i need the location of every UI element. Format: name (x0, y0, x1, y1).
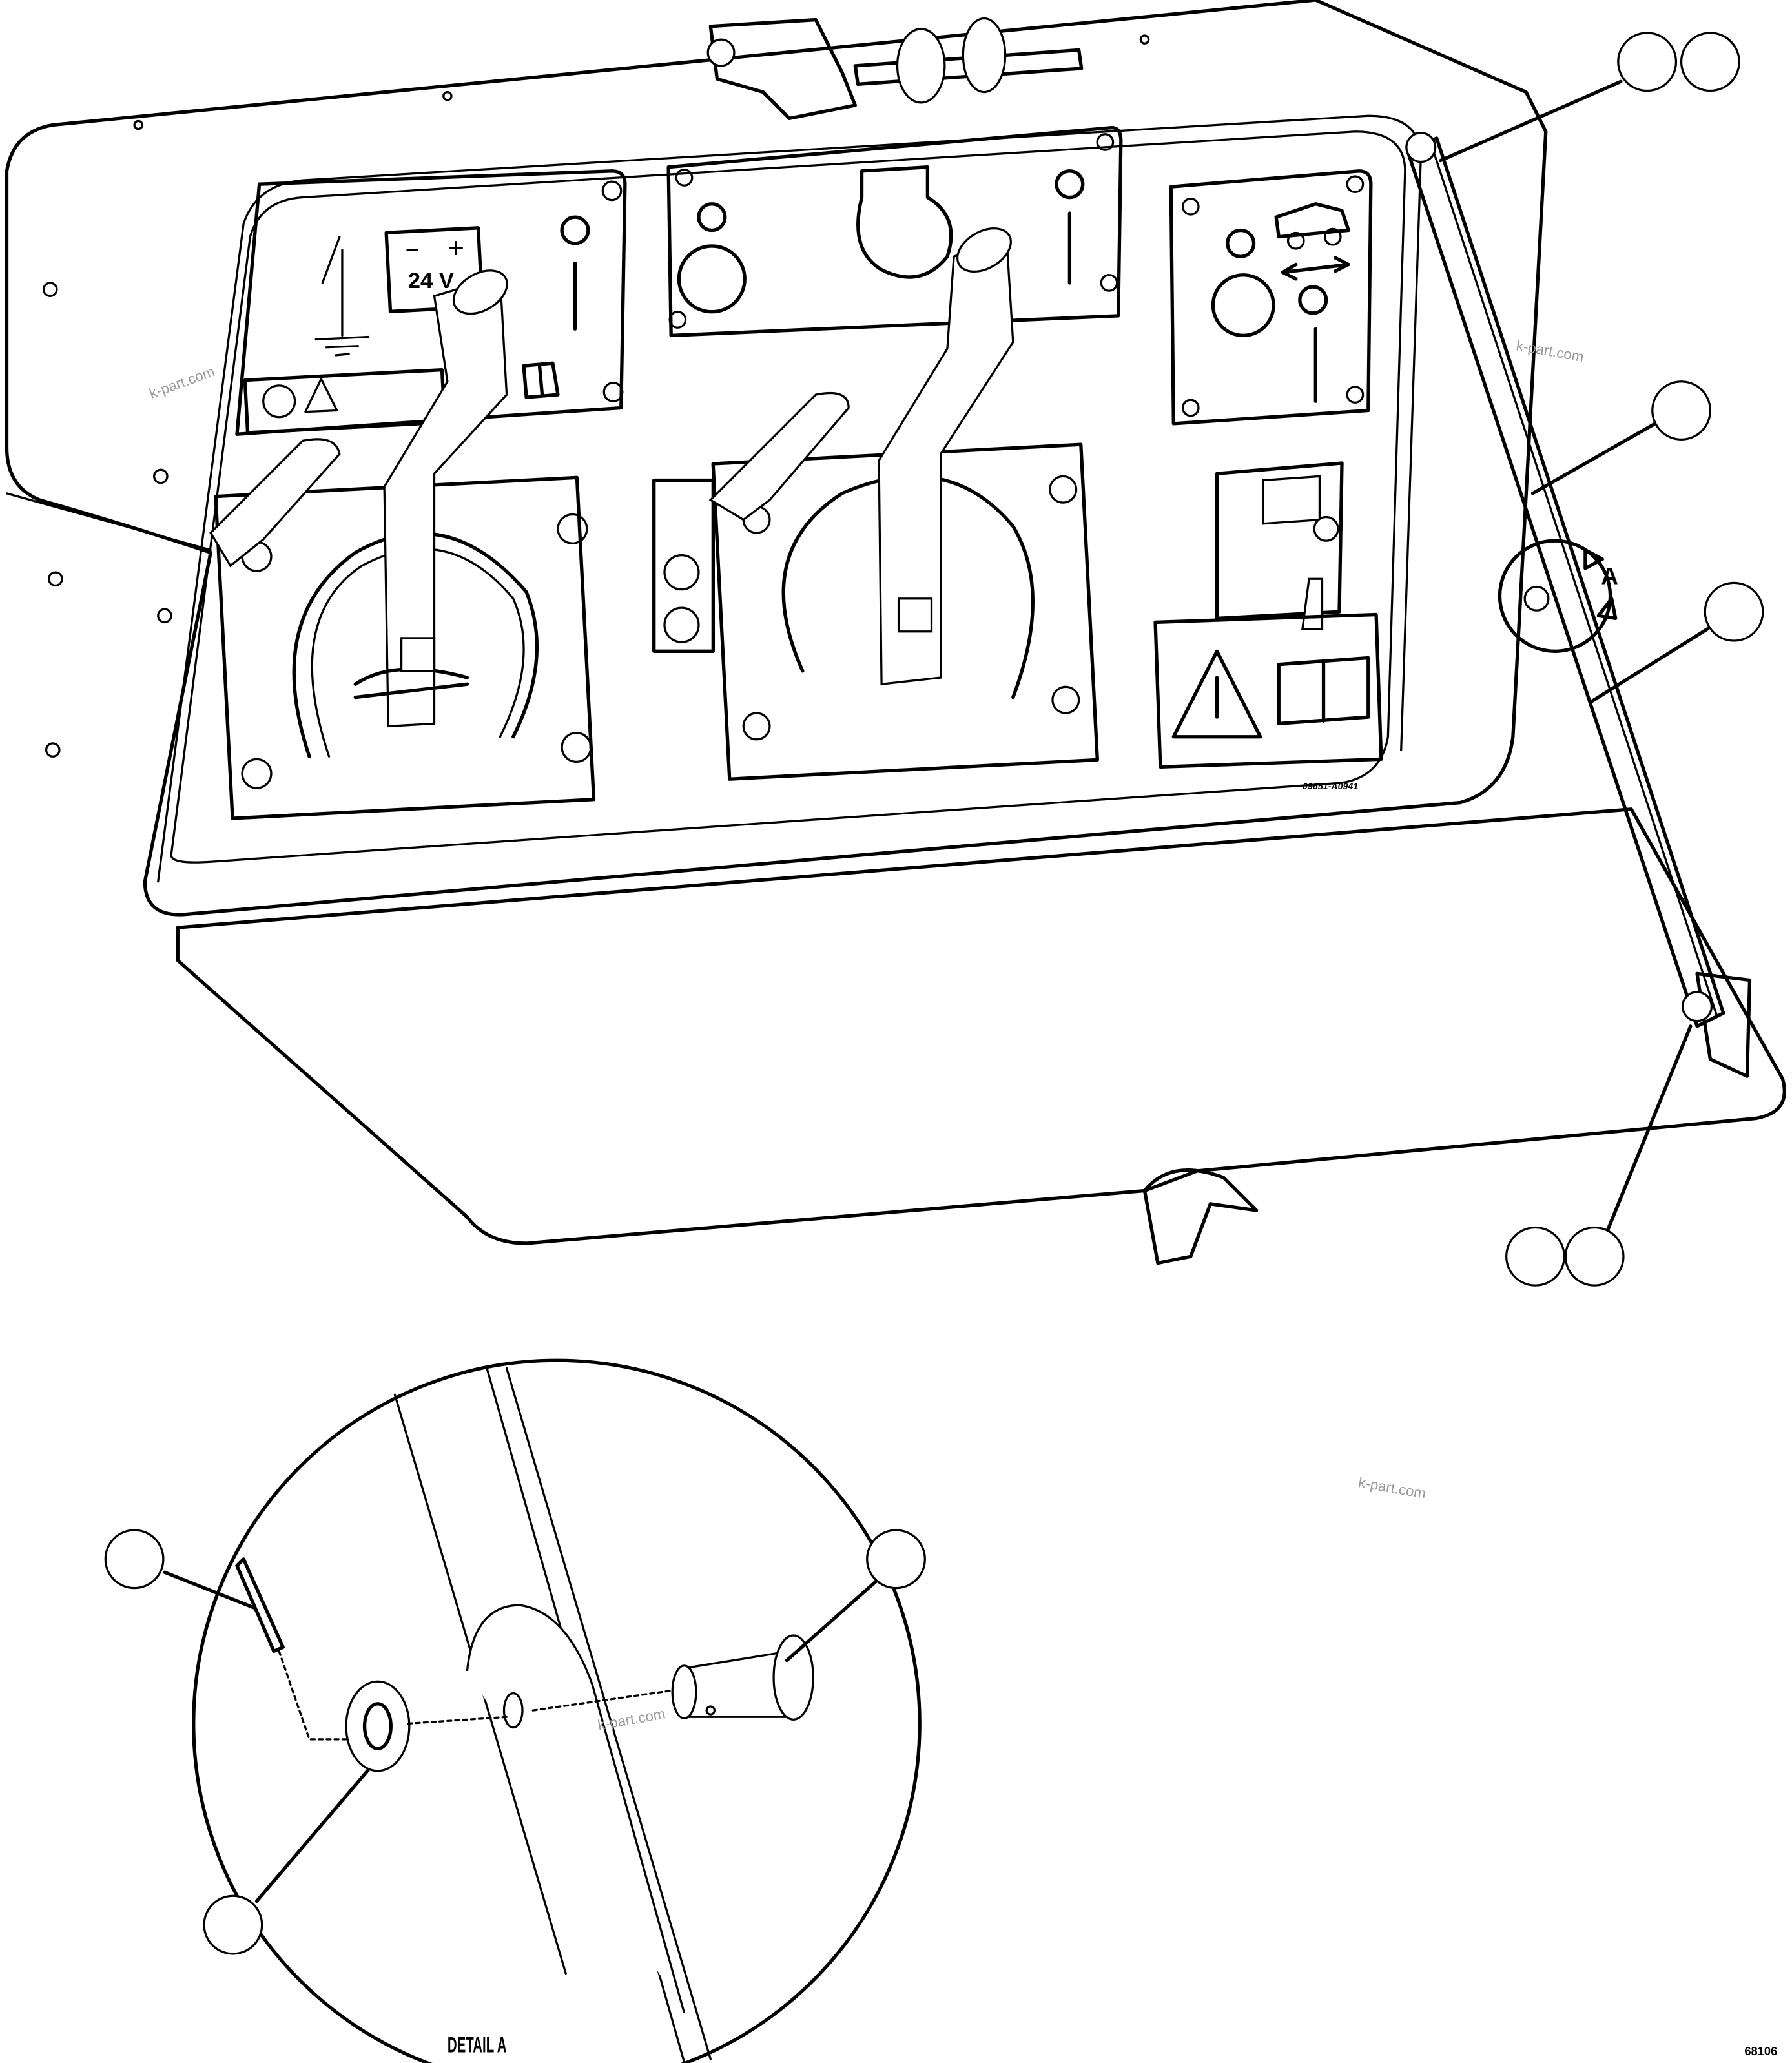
lower-cover-panel (176, 807, 1787, 1245)
callout-circle (1564, 1226, 1625, 1287)
detail-a-view (192, 1358, 922, 2063)
warning-triangle-icon (1171, 649, 1262, 739)
dump-truck-icon (1274, 202, 1350, 239)
watermark: k-part.com (1357, 1474, 1428, 1502)
callout-circle (1505, 1226, 1565, 1287)
battery-disconnect-switch (1215, 461, 1344, 621)
right-panel: 09651-A0941 (1153, 169, 1383, 792)
manual-book-icon (1277, 656, 1370, 725)
callout-circle (104, 1529, 165, 1590)
decal-number: 09651-A0941 (1303, 782, 1358, 792)
latch-hook (1142, 1168, 1259, 1265)
callout-circle (1704, 581, 1764, 642)
detail-a-title: DETAIL A (448, 2033, 507, 2058)
watermark: k-part.com (1515, 337, 1585, 365)
battery-voltage-label: 24 V (408, 269, 454, 293)
center-control-lever[interactable] (708, 220, 1018, 686)
callout-circle (866, 1529, 926, 1590)
callout-circle (1617, 32, 1678, 92)
battery-plus: + (448, 232, 464, 264)
top-latch (706, 17, 1084, 120)
control-box-housing (5, 0, 1548, 917)
battery-minus: − (406, 236, 419, 263)
callout-circle (1680, 32, 1740, 92)
watermark: k-part.com (147, 363, 217, 402)
callout-circle (203, 1894, 263, 1955)
support-strut (1405, 132, 1752, 1078)
detail-a-marker: A (1498, 539, 1618, 653)
figure-number: 68106 (1744, 2044, 1777, 2058)
detail-a-label: A (1601, 563, 1618, 589)
left-control-lever[interactable] (209, 262, 515, 728)
callout-circle (1651, 380, 1712, 441)
callouts (104, 32, 1764, 1955)
